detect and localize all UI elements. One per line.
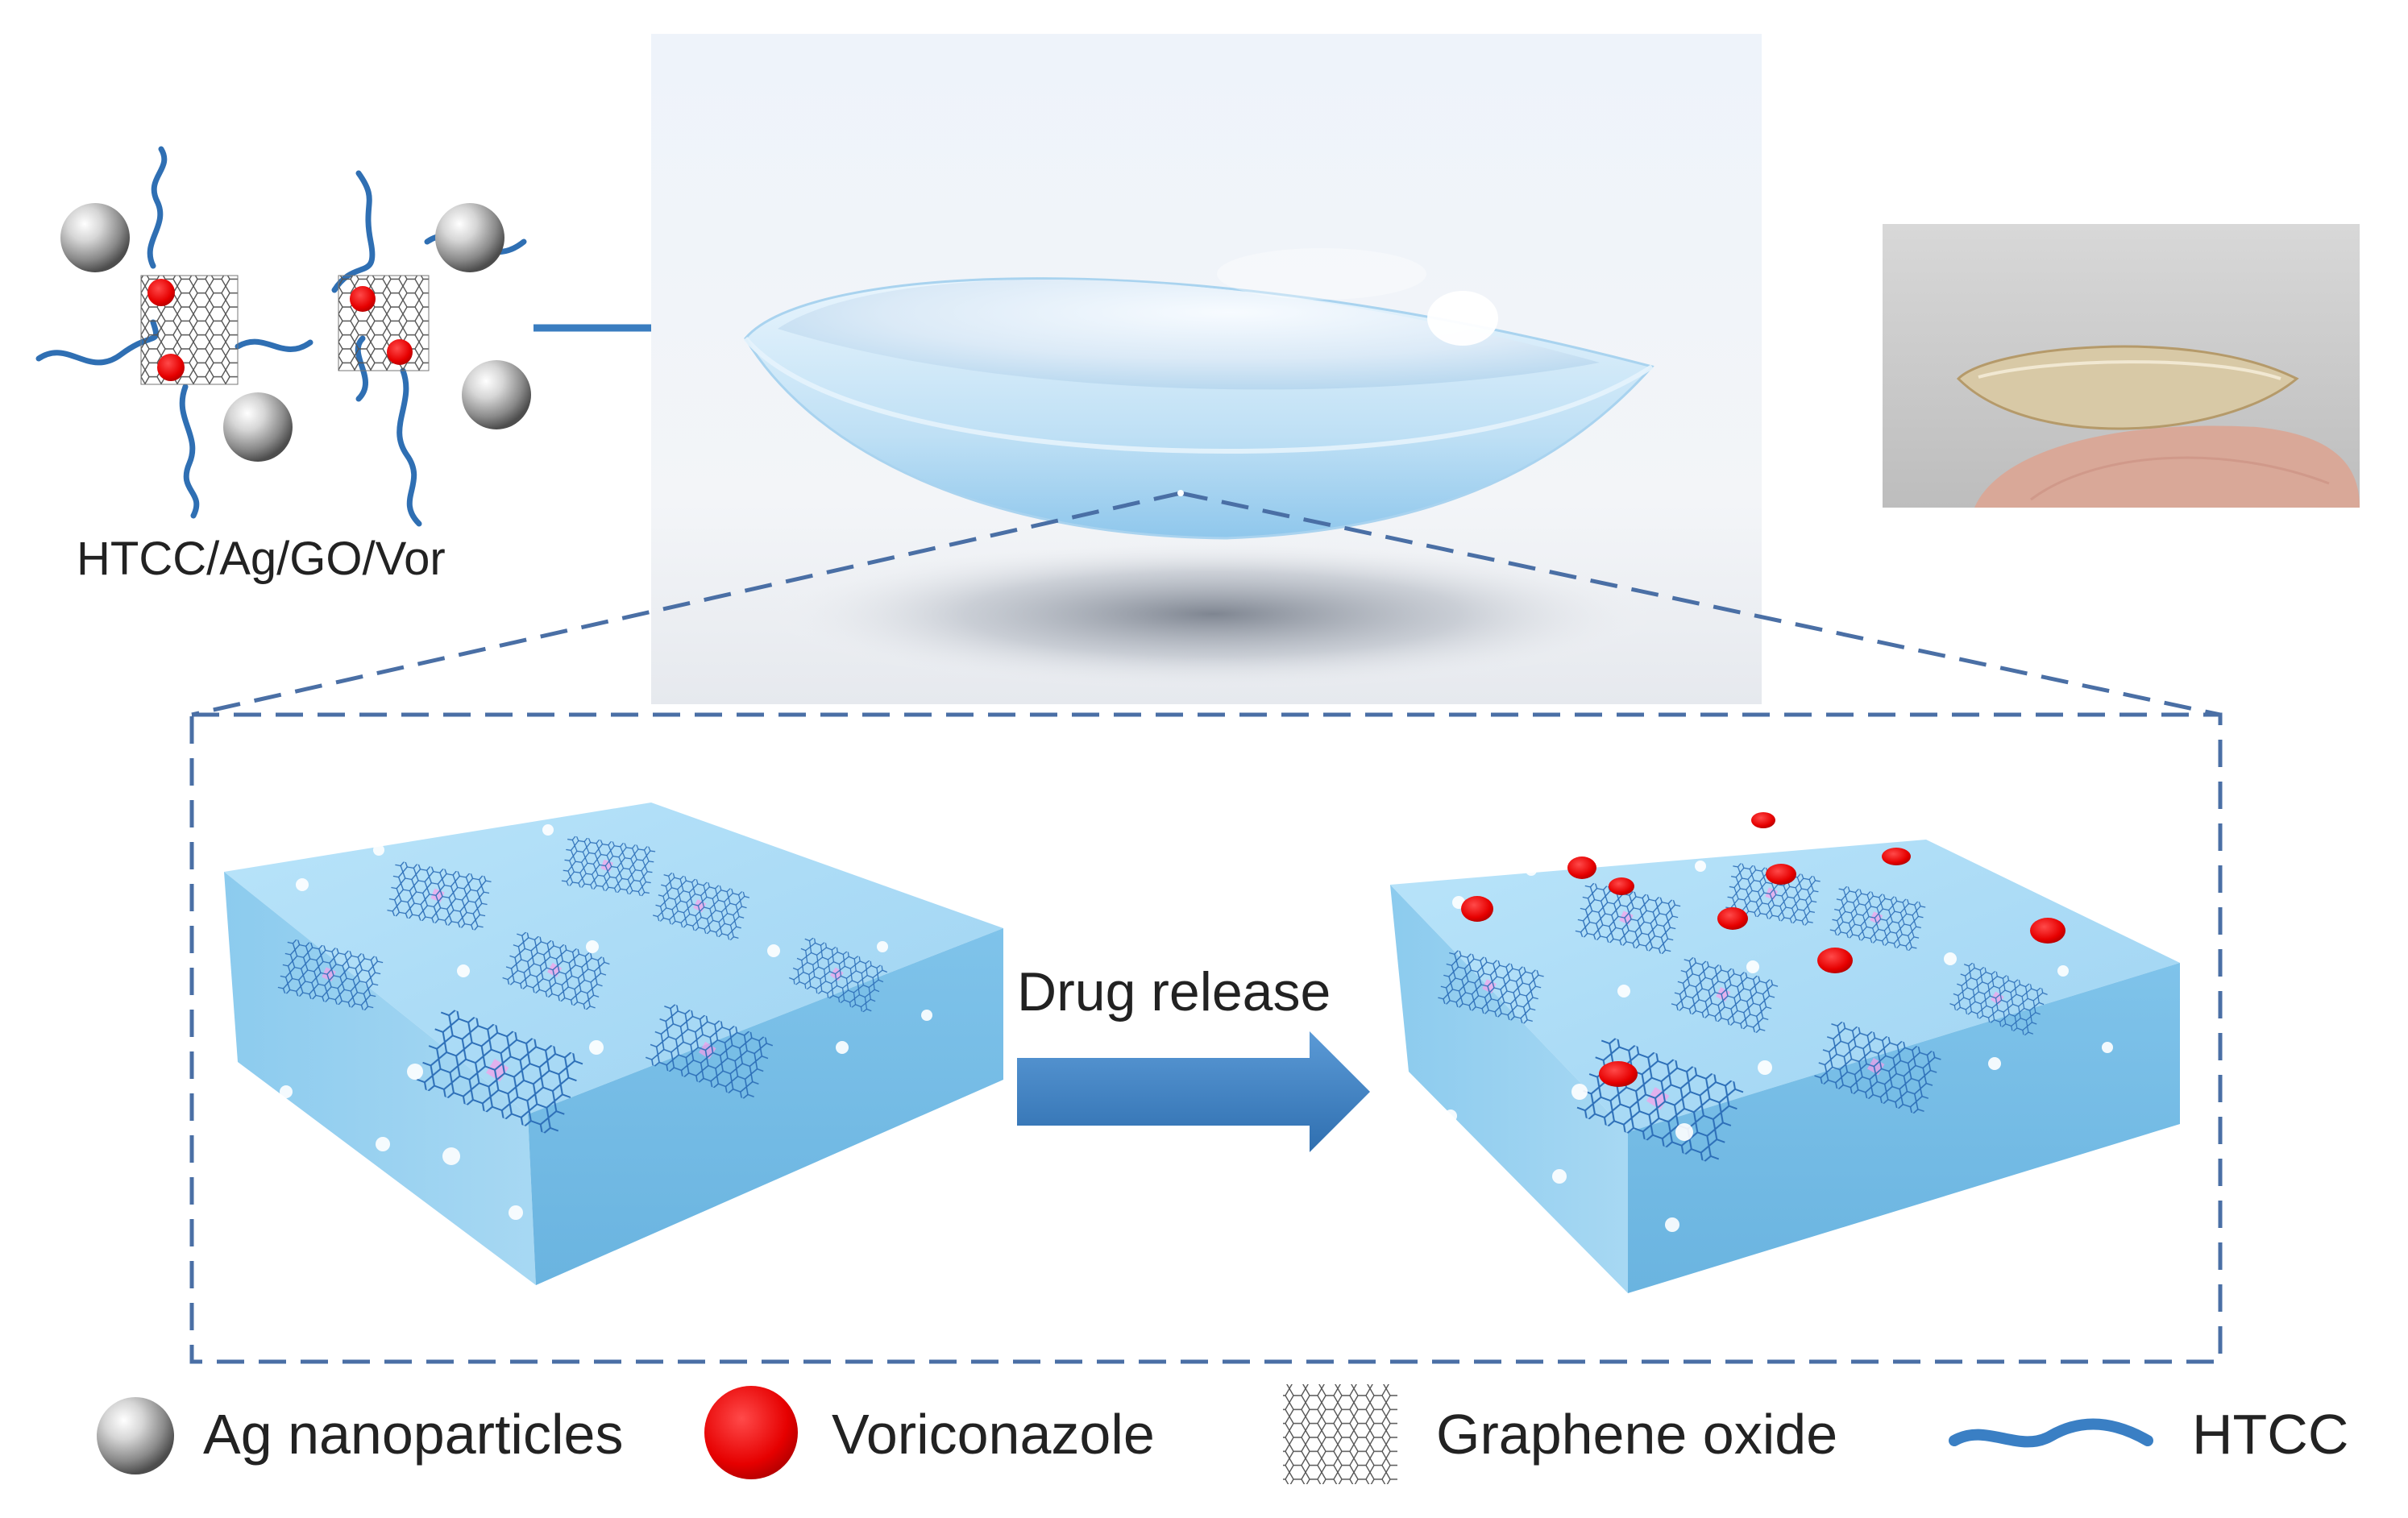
contact-lens-render — [651, 34, 1762, 704]
drug-release-label: Drug release — [1017, 961, 1331, 1022]
red-dot-icon — [704, 1386, 798, 1479]
material-label: HTCC/Ag/GO/Vor — [77, 533, 446, 585]
drug-release-arrow — [1017, 1031, 1370, 1152]
composite-molecule-illustration — [35, 146, 531, 527]
wavy-line-icon — [1949, 1418, 2153, 1448]
matrix-slab-after — [1390, 812, 2180, 1293]
lens-photo — [1883, 224, 2360, 508]
legend-graphene-oxide-label: Graphene oxide — [1436, 1403, 1838, 1466]
legend-icons — [97, 1384, 2153, 1484]
silver-sphere-icon — [97, 1397, 174, 1474]
legend-htcc-label: HTCC — [2192, 1403, 2349, 1466]
hexagon-lattice-icon — [1283, 1384, 1397, 1484]
legend-voriconazole-label: Voriconazole — [832, 1403, 1155, 1466]
matrix-slab-before — [224, 803, 1003, 1285]
legend-ag-label: Ag nanoparticles — [203, 1403, 624, 1466]
zoom-dashed-frame — [189, 491, 2223, 1364]
